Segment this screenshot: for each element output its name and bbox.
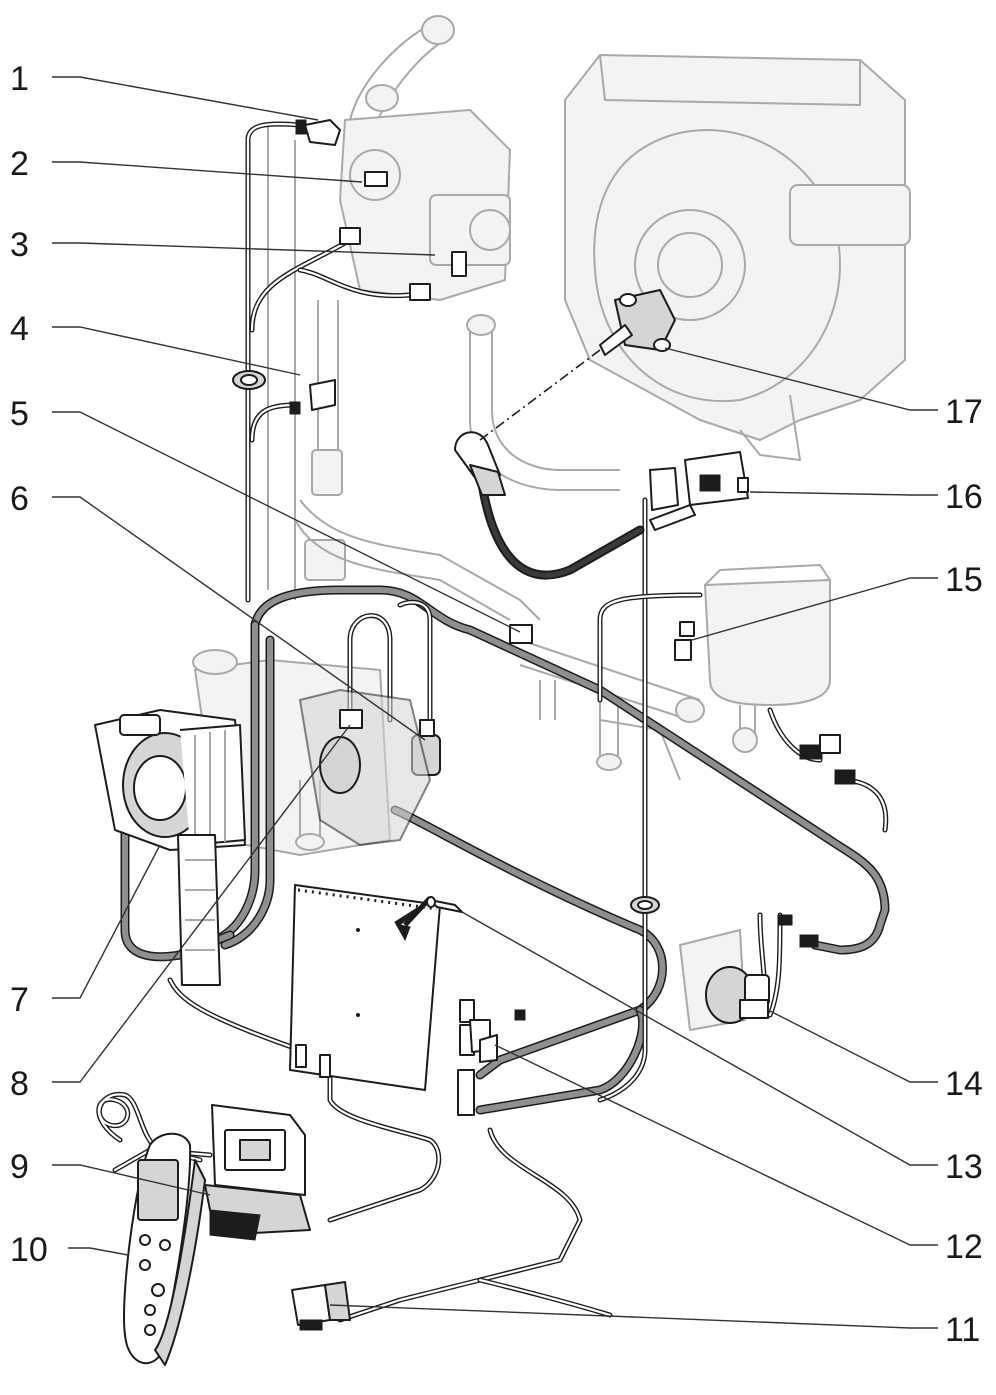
remote-control <box>123 1132 206 1366</box>
insert-arrow-icon <box>394 904 423 942</box>
callout-5: 5 <box>10 395 29 433</box>
components <box>94 119 856 1366</box>
cable-clip-top <box>295 119 341 146</box>
leader-2 <box>52 161 363 183</box>
fan-connector <box>364 171 388 187</box>
leader-10 <box>68 1247 129 1256</box>
ignition-lead-cap <box>454 431 506 496</box>
leader-4 <box>52 326 301 376</box>
control-pcb <box>289 884 441 1091</box>
callout-12: 12 <box>945 1228 983 1266</box>
leader-5 <box>52 411 521 633</box>
leader-12 <box>494 1044 938 1246</box>
cable-grommet <box>232 370 336 415</box>
leader-1 <box>52 76 319 121</box>
leader-14 <box>767 1009 938 1083</box>
leader-lines <box>52 76 938 1329</box>
callout-numbers: 1 2 3 4 5 6 7 8 9 10 11 12 13 14 15 16 1… <box>10 60 983 1349</box>
leader-13 <box>461 911 938 1166</box>
callout-16: 16 <box>945 478 983 516</box>
gas-valve-connectors <box>339 227 467 301</box>
callout-14: 14 <box>945 1065 983 1103</box>
callout-11: 11 <box>945 1311 980 1349</box>
loom-connector <box>509 624 533 644</box>
leader-11 <box>329 1304 938 1329</box>
circulation-pump <box>94 709 246 851</box>
callout-6: 6 <box>10 480 29 518</box>
ignition-electrode <box>599 289 676 356</box>
ghosted-boiler-components <box>192 15 911 856</box>
callout-13: 13 <box>945 1148 983 1186</box>
alignment-line <box>479 349 601 441</box>
tank-connector <box>674 621 695 661</box>
callout-1: 1 <box>10 60 29 98</box>
callout-17: 17 <box>945 393 983 431</box>
cable-clamp <box>469 1009 526 1063</box>
callout-9: 9 <box>10 1148 29 1186</box>
mains-terminal-block <box>291 1281 351 1331</box>
lower-right-connectors <box>799 734 856 785</box>
callout-2: 2 <box>10 145 29 183</box>
leader-3 <box>52 242 436 256</box>
callout-15: 15 <box>945 561 983 599</box>
flow-sensor <box>679 914 819 1031</box>
callout-4: 4 <box>10 310 29 348</box>
wiring-harness <box>96 121 890 1323</box>
leader-6 <box>52 496 426 741</box>
leader-8 <box>52 724 351 1083</box>
leader-16 <box>749 491 938 496</box>
display-module-bracket <box>204 1104 311 1241</box>
callout-7: 7 <box>10 981 29 1019</box>
leader-7 <box>52 844 161 999</box>
callout-10: 10 <box>10 1231 48 1269</box>
leader-15 <box>691 577 938 641</box>
leader-17 <box>664 347 938 411</box>
callout-3: 3 <box>10 226 29 264</box>
callout-8: 8 <box>10 1065 29 1103</box>
pcb-edge-connectors <box>457 999 475 1116</box>
leader-9 <box>52 1164 211 1196</box>
ignition-unit <box>649 451 749 531</box>
